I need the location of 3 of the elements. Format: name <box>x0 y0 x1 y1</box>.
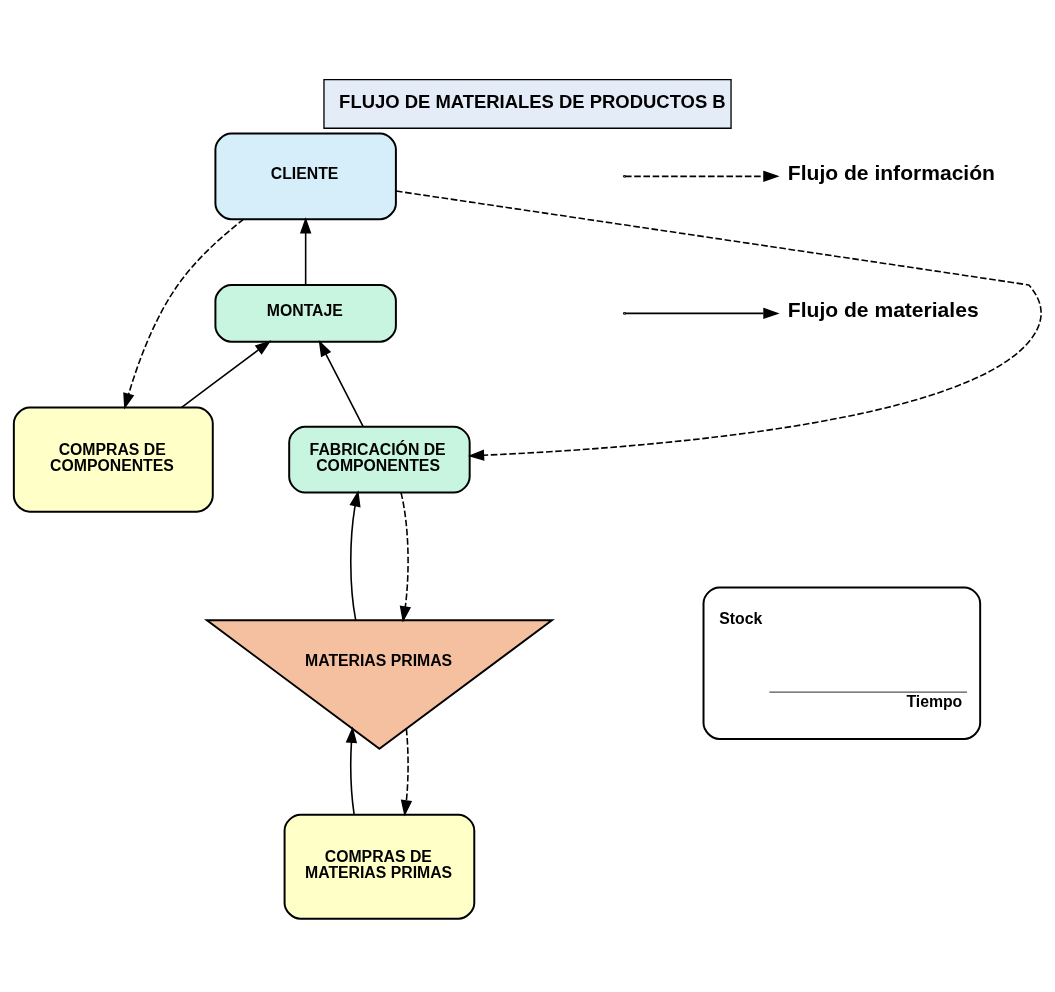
legend-label: Flujo de información <box>787 160 995 184</box>
diagram-title: FLUJO DE MATERIALES DE PRODUCTOS B <box>339 90 726 112</box>
legend-label: Flujo de materiales <box>787 297 979 321</box>
